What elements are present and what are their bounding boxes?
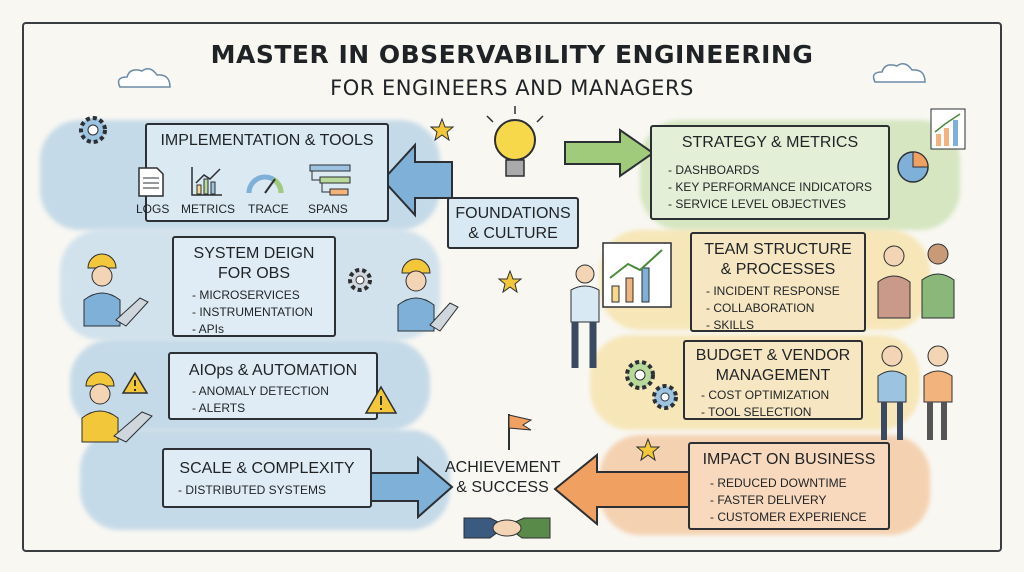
list-item: - KEY PERFORMANCE INDICATORS (668, 180, 873, 194)
list-item: - COST OPTIMIZATION (701, 388, 830, 402)
team-title: TEAM STRUCTURE (704, 241, 852, 258)
cloud-icon (872, 63, 926, 83)
strategy-title: STRATEGY & METRICS (681, 134, 859, 151)
team-subtitle: & PROCESSES (720, 261, 836, 278)
engineer-with-laptop-illustration (83, 253, 149, 327)
list-item: - REDUCED DOWNTIME (710, 476, 847, 490)
list-item: - COLLABORATION (706, 301, 815, 315)
arrow-right-blue (369, 455, 454, 520)
system-design-title: SYSTEM DEIGN (193, 245, 315, 262)
gear-icon (79, 116, 107, 144)
arrow-left-blue (381, 142, 453, 218)
list-item: - DASHBOARDS (668, 163, 760, 177)
handshake-icon (463, 517, 551, 539)
cloud-icon (117, 68, 171, 88)
arrow-left-orange (553, 452, 691, 527)
page-subtitle: FOR ENGINEERS AND MANAGERS (330, 76, 694, 100)
budget-title: BUDGET & VENDOR (695, 347, 851, 364)
trace-gauge-icon (246, 174, 284, 194)
system-design-subtitle: FOR OBS (217, 265, 290, 282)
page-frame (22, 22, 1002, 552)
engineer-with-laptop-illustration (81, 371, 153, 443)
gear-icon (348, 268, 372, 292)
achievement-label: ACHIEVEMENT & SUCCESS (445, 458, 561, 498)
impact-box: IMPACT ON BUSINESS - REDUCED DOWNTIME - … (688, 442, 890, 530)
list-item: - MICROSERVICES (192, 288, 300, 302)
presenter-illustration (570, 264, 600, 368)
warning-icon (364, 385, 398, 414)
achievement-title: ACHIEVEMENT (445, 459, 561, 476)
foundations-title: FOUNDATIONS (455, 205, 571, 222)
list-item: - ANOMALY DETECTION (192, 384, 329, 398)
foundations-subtitle: & CULTURE (468, 225, 558, 242)
tool-label-metrics: METRICS (181, 202, 235, 216)
impact-title: IMPACT ON BUSINESS (702, 451, 876, 468)
page-title: MASTER IN OBSERVABILITY ENGINEERING (210, 40, 814, 69)
bar-chart-icon (930, 108, 966, 150)
aiops-box: AIOps & AUTOMATION - ANOMALY DETECTION -… (168, 352, 378, 420)
budget-subtitle: MANAGEMENT (715, 367, 831, 384)
pie-chart-icon (897, 151, 929, 183)
aiops-title: AIOps & AUTOMATION (188, 362, 358, 379)
list-item: - APIs (192, 322, 225, 336)
star-icon (497, 269, 523, 294)
list-item: - TOOL SELECTION (701, 405, 812, 419)
star-icon (635, 437, 661, 462)
list-item: - ALERTS (192, 401, 246, 415)
gear-icon (625, 360, 655, 390)
list-item: - SERVICE LEVEL OBJECTIVES (668, 197, 847, 211)
tool-label-trace: TRACE (248, 202, 289, 216)
flag-icon (508, 414, 533, 450)
budget-box: BUDGET & VENDOR MANAGEMENT - COST OPTIMI… (683, 340, 863, 420)
system-design-box: SYSTEM DEIGN FOR OBS - MICROSERVICES - I… (172, 236, 336, 337)
foundations-box: FOUNDATIONS & CULTURE (447, 197, 579, 249)
arrow-right-green (564, 128, 655, 178)
strategy-box: STRATEGY & METRICS - DASHBOARDS - KEY PE… (650, 125, 890, 220)
achievement-subtitle: & SUCCESS (456, 479, 549, 496)
scale-title: SCALE & COMPLEXITY (179, 460, 355, 477)
tool-label-logs: LOGS (136, 202, 170, 216)
list-item: - DISTRIBUTED SYSTEMS (178, 483, 327, 497)
engineer-with-laptop-illustration (397, 258, 459, 332)
implementation-box: IMPLEMENTATION & TOOLS (145, 123, 389, 222)
gear-icon (652, 384, 678, 410)
spans-icon (309, 164, 351, 196)
team-box: TEAM STRUCTURE & PROCESSES - INCIDENT RE… (690, 232, 866, 332)
growth-chart-board-icon (602, 242, 672, 308)
team-members-illustration (877, 243, 955, 319)
tool-label-spans: SPANS (308, 202, 348, 216)
implementation-title: IMPLEMENTATION & TOOLS (160, 132, 374, 149)
list-item: - INCIDENT RESPONSE (706, 284, 840, 298)
lightbulb-icon (486, 106, 544, 177)
list-item: - INSTRUMENTATION (192, 305, 313, 319)
scale-box: SCALE & COMPLEXITY - DISTRIBUTED SYSTEMS (162, 448, 372, 508)
managers-illustration (877, 345, 953, 440)
warning-icon (121, 371, 149, 394)
list-item: - SKILLS (706, 318, 755, 332)
metrics-icon (191, 167, 222, 196)
star-icon (429, 117, 455, 142)
list-item: - FASTER DELIVERY (710, 493, 827, 507)
logs-icon (138, 167, 164, 197)
list-item: - CUSTOMER EXPERIENCE (710, 510, 867, 524)
